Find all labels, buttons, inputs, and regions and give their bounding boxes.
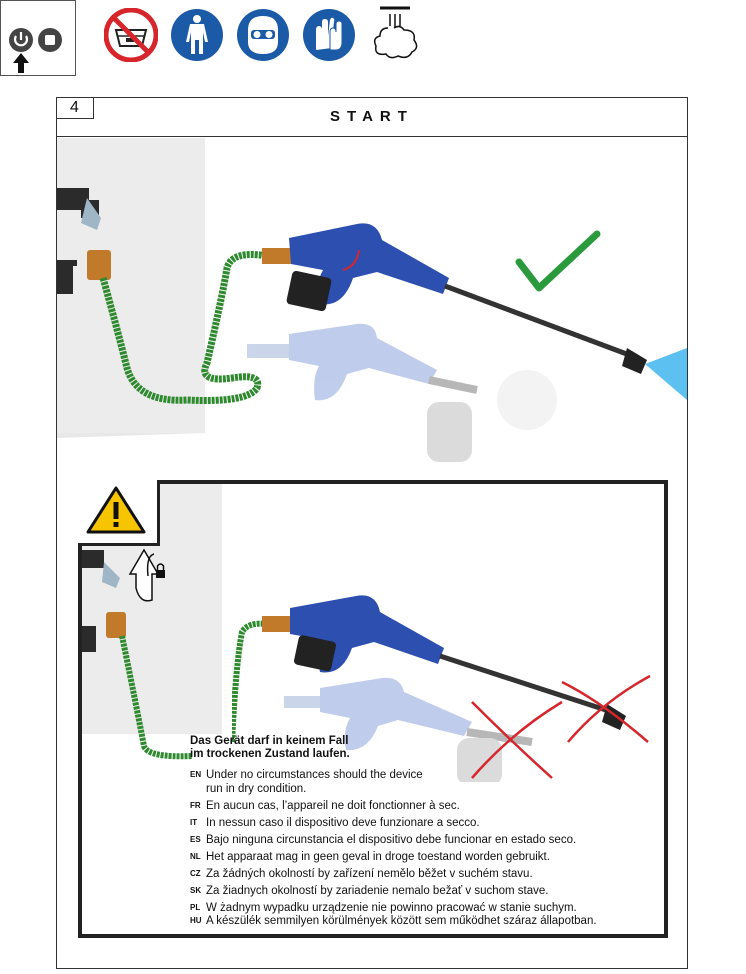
warning-text: Under no circumstances should the device <box>206 769 423 781</box>
warning-text: Za žiadnych okolností by zariadenie nema… <box>206 885 549 897</box>
warning-heading-line1: Das Gerät darf in keinem Fall <box>190 735 349 747</box>
warning-text: Bajo ninguna circunstancia el dispositiv… <box>206 834 577 846</box>
language-code: CZ <box>190 869 201 878</box>
spray-gun-dry <box>262 595 626 730</box>
power-button-icon <box>9 28 62 73</box>
warning-text: In nessun caso il dispositivo deve funzi… <box>206 817 480 829</box>
ghost-spray-gun-dry <box>284 677 533 782</box>
faucet <box>57 188 111 294</box>
warning-line-nl: NL Het apparaat mag in geen geval in drog… <box>190 850 550 864</box>
warning-heading: Das Gerät darf in keinem Fall im trocken… <box>190 735 350 761</box>
warning-text: run in dry condition. <box>206 783 307 795</box>
warning-line-es: ES Bajo ninguna circunstancia el disposit… <box>190 833 576 847</box>
warning-heading-line2: im trockenen Zustand laufen. <box>190 748 350 760</box>
language-code: EN <box>190 770 202 779</box>
language-code: ES <box>190 835 201 844</box>
check-mark-icon <box>515 230 601 292</box>
warning-line-cz: CZ Za žádných okolností by zařízení neměl… <box>190 867 533 881</box>
cross-mark-icon <box>471 674 651 779</box>
protective-gloves-icon <box>303 9 355 61</box>
warning-panel <box>78 480 668 938</box>
warning-text: En aucun cas, l’appareil ne doit fonctio… <box>206 800 460 812</box>
step-number: 4 <box>56 97 94 119</box>
warning-line-it: IT In nessun caso il dispositivo deve fun… <box>190 816 480 830</box>
language-code: FR <box>190 801 201 810</box>
step-header: START 4 <box>56 97 688 137</box>
warning-text: A készülék semmilyen körülmények között … <box>206 915 597 927</box>
step-title: START <box>330 108 414 125</box>
dry-run-illustration <box>232 595 651 782</box>
face-shield-icon <box>237 9 289 61</box>
warning-text: Za žádných okolností by zařízení nemělo … <box>206 868 533 880</box>
language-code: PL <box>190 903 201 912</box>
warning-text: Het apparaat mag in geen geval in droge … <box>206 851 550 863</box>
no-water-bucket-prohibition-icon <box>104 8 158 62</box>
spray-mist-icon <box>373 6 418 59</box>
warning-triangle-icon <box>86 486 146 534</box>
language-code: SK <box>190 886 202 895</box>
warning-line-sk: SK Za žiadnych okolností by zariadenie ne… <box>190 884 548 898</box>
step-frame <box>56 97 688 969</box>
language-code: NL <box>190 852 201 861</box>
warning-line-pl: PL W żadnym wypadku urządzenie nie powinn… <box>190 901 577 915</box>
language-code: HU <box>190 916 202 925</box>
ghost-spray-gun <box>247 323 557 462</box>
warning-line-en: EN Under no circumstances should the devi… <box>190 768 423 782</box>
warning-line-en-cont: run in dry condition. <box>190 782 306 796</box>
warning-text: W żadnym wypadku urządzenie nie powinno … <box>206 902 577 914</box>
power-button-box <box>0 0 76 76</box>
spray-gun <box>262 223 687 400</box>
warning-icon-box <box>78 480 160 546</box>
correct-start-illustration <box>57 138 687 462</box>
warning-line-fr: FR En aucun cas, l’appareil ne doit fonct… <box>190 799 460 813</box>
garden-hose <box>99 251 268 404</box>
protective-clothing-icon <box>171 9 223 61</box>
language-code: IT <box>190 818 198 827</box>
warning-line-hu: HU A készülék semmilyen körülmények közöt… <box>190 914 597 928</box>
